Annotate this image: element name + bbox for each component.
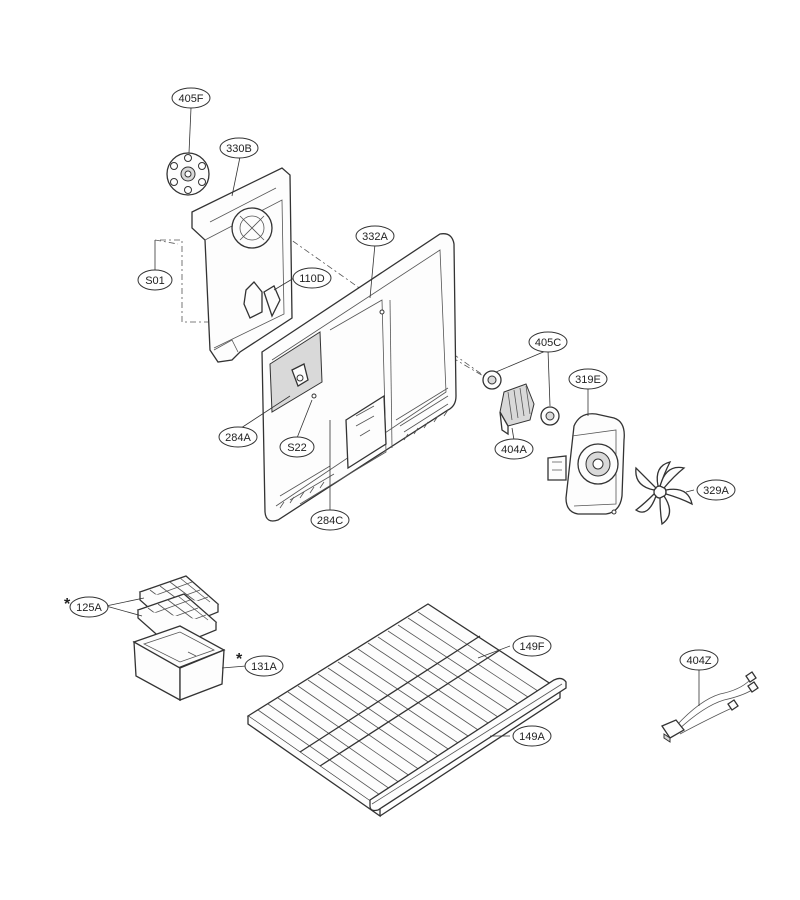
callout-110D: 110D — [292, 267, 332, 289]
callout-125A-label: 125A — [76, 602, 102, 614]
part-149A-trim-bar[interactable] — [369, 677, 567, 812]
callout-404Z-label: 404Z — [686, 655, 711, 667]
callout-284A-label: 284A — [225, 432, 251, 444]
asterisk-125A: * — [64, 596, 71, 613]
shelf-wire-rods — [257, 611, 551, 803]
callout-131A-label: 131A — [251, 661, 277, 673]
callout-149F: 149F — [512, 635, 552, 657]
callout-149A-label: 149A — [519, 731, 545, 743]
callout-lead-lines — [105, 107, 700, 737]
callout-284C: 284C — [310, 509, 350, 531]
callout-404A: 404A — [494, 438, 534, 460]
callout-131A: 131A — [244, 655, 284, 677]
callout-330B: 330B — [219, 137, 259, 159]
callout-149F-label: 149F — [519, 641, 544, 653]
part-405C-grommet-rear[interactable] — [540, 406, 560, 426]
callout-319E: 319E — [568, 368, 608, 390]
part-329A-fan-blade[interactable] — [634, 461, 693, 526]
callout-332A: 332A — [355, 225, 395, 247]
callout-332A-label: 332A — [362, 231, 388, 243]
callout-S22-label: S22 — [287, 442, 307, 454]
callout-405C: 405C — [528, 331, 568, 353]
callout-149A: 149A — [512, 725, 552, 747]
panel-vent-slots — [279, 409, 449, 509]
callout-S01-label: S01 — [145, 275, 165, 287]
callout-S01: S01 — [137, 269, 173, 291]
callout-405F-label: 405F — [178, 93, 203, 105]
part-404A-fan-motor[interactable] — [499, 383, 535, 436]
callout-284A: 284A — [218, 426, 258, 448]
asterisk-131A: * — [236, 651, 243, 668]
part-405F-gasket[interactable] — [166, 152, 210, 196]
callout-284C-label: 284C — [317, 515, 343, 527]
callout-329A: 329A — [696, 479, 736, 501]
callout-329A-label: 329A — [703, 485, 729, 497]
callout-319E-label: 319E — [575, 374, 601, 386]
callout-125A: 125A — [69, 596, 109, 618]
callout-404Z: 404Z — [679, 649, 719, 671]
callout-110D-label: 110D — [299, 273, 325, 285]
callout-330B-label: 330B — [226, 143, 252, 155]
callout-S22: S22 — [279, 436, 315, 458]
callout-405C-label: 405C — [535, 337, 561, 349]
callout-405F: 405F — [171, 87, 211, 109]
part-330B-bracket[interactable] — [191, 167, 293, 363]
callout-404A-label: 404A — [501, 444, 527, 456]
part-131A-ice-bin[interactable] — [132, 625, 226, 702]
part-405C-grommet-front[interactable] — [482, 370, 502, 390]
part-404Z-wire-harness[interactable] — [661, 671, 759, 743]
part-319E-fan-housing[interactable] — [547, 413, 625, 515]
